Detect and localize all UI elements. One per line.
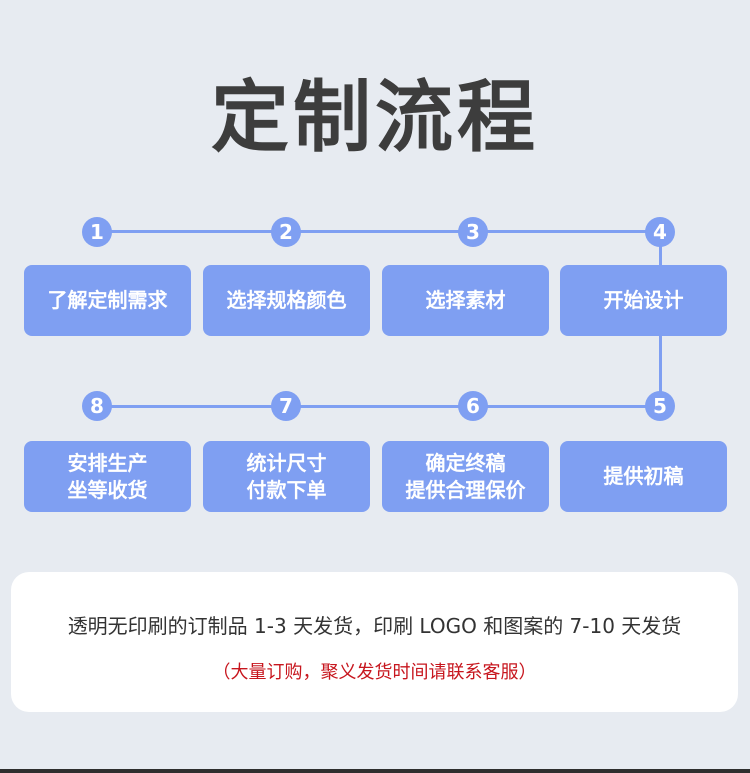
step-card-8-line-1: 安排生产 bbox=[67, 450, 148, 475]
delivery-info-box: 透明无印刷的订制品 1-3 天发货，印刷 LOGO 和图案的 7-10 天发货 … bbox=[11, 572, 738, 712]
step-number-6: 6 bbox=[458, 391, 488, 421]
step-card-2: 选择规格颜色 bbox=[203, 265, 370, 336]
bottom-divider bbox=[0, 769, 750, 773]
step-number-3: 3 bbox=[458, 217, 488, 247]
step-card-6-line-2: 提供合理保价 bbox=[405, 477, 526, 502]
step-card-8-line-2: 坐等收货 bbox=[67, 477, 148, 502]
step-card-5: 提供初稿 bbox=[560, 441, 727, 512]
step-card-7-line-1: 统计尺寸 bbox=[246, 450, 327, 475]
delivery-info-note: （大量订购，聚义发货时间请联系客服） bbox=[212, 662, 537, 683]
step-card-3-label: 选择素材 bbox=[425, 288, 506, 312]
step-card-1: 了解定制需求 bbox=[24, 265, 191, 336]
step-number-7: 7 bbox=[271, 391, 301, 421]
step-card-6-line-1: 确定终稿 bbox=[425, 450, 506, 475]
step-card-8: 安排生产 坐等收货 bbox=[24, 441, 191, 512]
page-title: 定制流程 bbox=[210, 73, 539, 163]
step-number-4: 4 bbox=[645, 217, 675, 247]
step-card-1-label: 了解定制需求 bbox=[47, 288, 168, 312]
step-number-1: 1 bbox=[82, 217, 112, 247]
delivery-info-text: 透明无印刷的订制品 1-3 天发货，印刷 LOGO 和图案的 7-10 天发货 bbox=[67, 614, 682, 638]
step-card-4: 开始设计 bbox=[560, 265, 727, 336]
step-number-8: 8 bbox=[82, 391, 112, 421]
step-card-5-label: 提供初稿 bbox=[603, 464, 684, 488]
step-card-4-label: 开始设计 bbox=[603, 288, 684, 312]
connector-row-1 bbox=[97, 230, 660, 233]
step-number-2: 2 bbox=[271, 217, 301, 247]
step-card-7: 统计尺寸 付款下单 bbox=[203, 441, 370, 512]
step-card-2-label: 选择规格颜色 bbox=[226, 288, 347, 312]
step-card-6: 确定终稿 提供合理保价 bbox=[382, 441, 549, 512]
step-card-3: 选择素材 bbox=[382, 265, 549, 336]
connector-row-2 bbox=[97, 405, 660, 408]
step-number-5: 5 bbox=[645, 391, 675, 421]
step-card-7-line-2: 付款下单 bbox=[246, 477, 327, 502]
